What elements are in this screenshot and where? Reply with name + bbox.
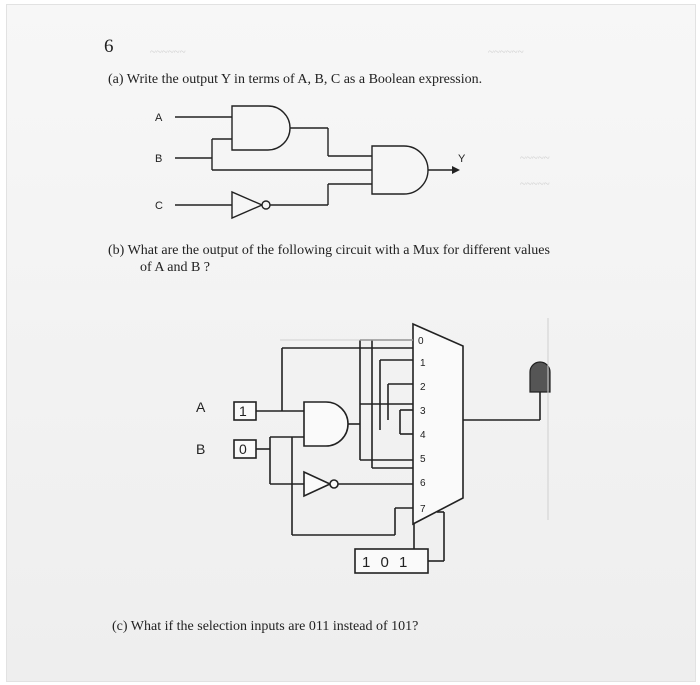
not-bubble [261,200,271,210]
input-b-value: 0 [239,441,247,457]
circuit-a-diagram: A B C Y [155,105,466,220]
part-b-prompt: (b) What are the output of the following… [108,242,608,276]
and-gate-1 [231,105,291,151]
bleed-through-mark: ~~~~~ [520,152,550,164]
label-a: A [155,112,163,124]
and-gate [303,401,349,447]
label-c: C [155,200,163,212]
mux-input-1: 1 [420,358,426,369]
circuit-b-label-a: A [196,399,206,415]
part-a-prompt: (a) Write the output Y in terms of A, B,… [108,72,483,87]
label-y: Y [458,153,466,165]
not-gate [231,190,264,220]
part-c-prompt: (c) What if the selection inputs are 011… [112,619,419,634]
not-gate [303,470,332,498]
mux-input-0: 0 [418,336,424,347]
bleed-through-mark: ~~~~~~ [150,46,186,58]
input-a-value: 1 [239,403,247,419]
bleed-through-mark: ~~~~~ [520,178,550,190]
circuit-b-diagram: A B 1 0 0 1 2 3 4 5 6 7 1 0 1 [196,318,551,574]
not-bubble [329,479,339,489]
led-output-icon [529,361,551,393]
label-b: B [155,153,162,165]
mux-input-3: 3 [420,406,426,417]
question-number: 6 [104,36,114,57]
mux-input-2: 2 [420,382,426,393]
circuit-b-label-b: B [196,441,205,457]
mux-input-4: 4 [420,430,426,441]
output-arrow-icon [452,166,460,174]
part-b-line-2: of A and B ? [140,260,210,275]
mux-input-6: 6 [420,478,426,489]
bleed-through-mark: ~~~~~~ [488,46,524,58]
worksheet-page [6,4,696,682]
and-gate-2 [371,145,429,195]
part-b-line-1: (b) What are the output of the following… [108,243,550,258]
select-bits: 1 0 1 [362,554,410,571]
mux-block [412,322,464,526]
mux-input-7: 7 [420,504,426,515]
mux-input-5: 5 [420,454,426,465]
